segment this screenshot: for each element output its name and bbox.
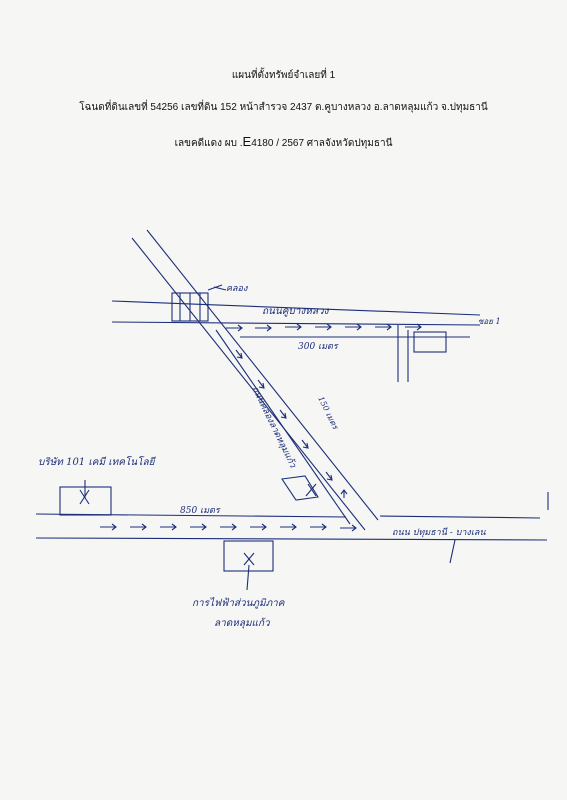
case-prefix: เลขคดีแดง ผบ . [174,138,243,149]
diagonal-distance-label: 150 เมตร [316,395,340,432]
case-letter: E [242,134,252,149]
diagonal-road-inner [215,329,351,525]
case-rest: 4180 / 2567 ศาลจังหวัดปทุมธานี [251,138,393,149]
diagonal-road-edge-2 [146,229,379,521]
canal-label: คลอง [226,284,248,294]
authority-sub-label: ลาดหลุมแก้ว [214,617,271,629]
upper-road-bottom [111,321,481,326]
main-road-top-right [379,515,541,519]
soi-lot [413,331,447,353]
case-info: เลขคดีแดง ผบ .E4180 / 2567 ศาลจังหวัดปทุ… [0,134,567,151]
deed-info: โฉนดที่ดินเลขที่ 54256 เลขที่ดิน 152 หน้… [79,102,488,113]
main-road-bottom [35,537,548,541]
main-road-label: ถนน ปทุมธานี - บางเลน [392,527,486,538]
target-lot [281,475,319,501]
direction-arrows [100,323,422,532]
company-label: บริษัท 101 เคมี เทคโนโลยี [38,456,156,468]
soi-label: ซอย 1 [478,317,501,326]
lower-distance-label: 850 เมตร [180,506,221,516]
upper-road-top [111,300,481,316]
diagonal-road-edge-1 [131,237,366,531]
map-lines [35,229,549,591]
upper-distance-label: 300 เมตร [298,342,339,352]
document-title: แผนที่ตั้งทรัพย์จำเลยที่ 1 [231,70,336,81]
authority-label: การไฟฟ้าส่วนภูมิภาค [192,597,286,609]
upper-road-label: ถนนคูบางหลวง [262,306,330,317]
diagonal-road-label: ถนนคลองลาดหลุมแก้ว [249,384,298,470]
main-road-tick [449,539,456,564]
